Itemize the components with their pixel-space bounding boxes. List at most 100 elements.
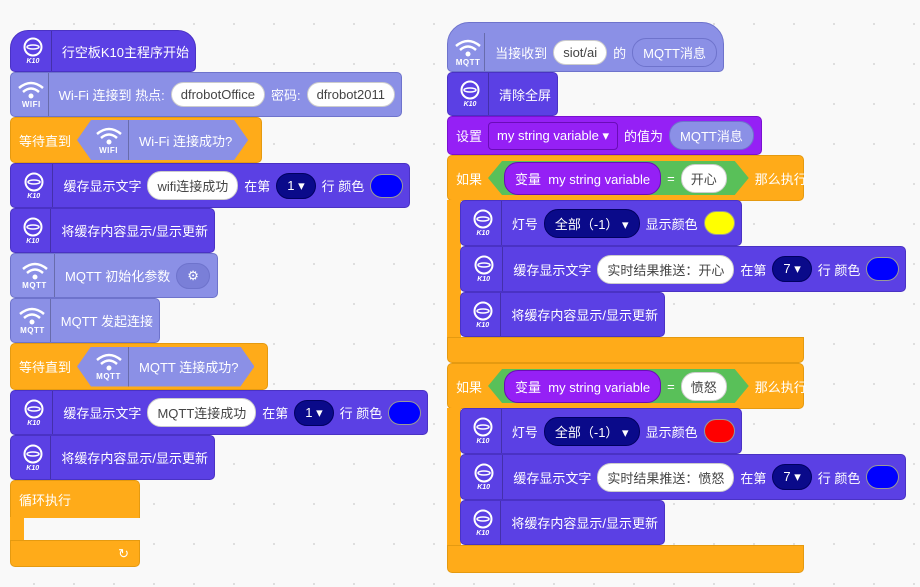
color-swatch[interactable]: [370, 173, 403, 198]
wait-until-mqtt-block[interactable]: 等待直到 MQTT MQTT 连接成功?: [10, 343, 268, 390]
compare-value-input[interactable]: 开心: [681, 164, 727, 193]
k10-icon: K10: [15, 31, 52, 71]
k10-icon: K10: [15, 391, 54, 434]
k10-icon: K10: [465, 293, 502, 336]
password-input[interactable]: dfrobot2011: [306, 82, 395, 107]
wifi-icon: WIFI: [15, 73, 49, 116]
block-label: Wi-Fi 连接到 热点:: [58, 88, 165, 103]
at-label: 在第: [740, 470, 767, 486]
light-color-block[interactable]: K10 灯号 全部（-1） 显示颜色: [460, 200, 742, 246]
wait-until-wifi-block[interactable]: 等待直到 WIFI Wi-Fi 连接成功?: [10, 117, 262, 163]
color-swatch[interactable]: [703, 419, 735, 443]
topic-input[interactable]: siot/ai: [553, 39, 608, 65]
block-label: 将缓存内容显示/显示更新: [61, 451, 208, 466]
variable-label: 变量: [515, 379, 542, 395]
block-label: MQTT 发起连接: [60, 314, 153, 329]
show-color-label: 显示颜色: [645, 424, 698, 440]
text-input[interactable]: 实时结果推送：开心: [597, 254, 735, 284]
ssid-input[interactable]: dfrobotOffice: [170, 82, 265, 107]
variable-reporter: 变量 my string variable: [504, 162, 661, 195]
wifi-connect-block[interactable]: WIFI Wi-Fi 连接到 热点: dfrobotOffice 密码: dfr…: [10, 72, 402, 117]
color-swatch[interactable]: [866, 465, 899, 489]
block-label: 等待直到: [19, 133, 72, 149]
color-swatch[interactable]: [388, 400, 421, 425]
variable-dropdown[interactable]: my string variable: [488, 121, 619, 150]
light-color-block[interactable]: K10 灯号 全部（-1） 显示颜色: [460, 408, 742, 454]
wifi-connected-condition[interactable]: WIFI Wi-Fi 连接成功?: [77, 120, 248, 160]
mqtt-icon: MQTT: [89, 347, 129, 387]
loop-bottom: ↻: [10, 540, 140, 567]
color-label: 行 颜色: [339, 406, 383, 421]
refresh-display-block[interactable]: K10 将缓存内容显示/显示更新: [10, 208, 215, 253]
mqtt-connected-condition[interactable]: MQTT MQTT 连接成功?: [77, 347, 254, 387]
block-label: 将缓存内容显示/显示更新: [61, 224, 208, 239]
equals-condition[interactable]: 变量 my string variable = 开心: [488, 161, 749, 195]
cache-text-block[interactable]: K10 缓存显示文字 MQTT连接成功 在第 1 行 颜色: [10, 390, 428, 435]
loop-arrow-icon: ↻: [118, 545, 129, 561]
mqtt-receive-hat[interactable]: MQTT 当接收到 siot/ai 的 MQTT消息: [447, 22, 724, 72]
if-block[interactable]: 如果 变量 my string variable = 开心 那么执行: [447, 155, 807, 201]
refresh-display-block[interactable]: K10 将缓存内容显示/显示更新: [10, 435, 215, 480]
row-dropdown[interactable]: 7: [772, 256, 812, 282]
at-label: 在第: [244, 179, 271, 194]
row-dropdown[interactable]: 7: [772, 464, 812, 490]
cache-text-block[interactable]: K10 缓存显示文字 wifi连接成功 在第 1 行 颜色: [10, 163, 410, 208]
of-label: 的: [613, 45, 627, 61]
text-input[interactable]: wifi连接成功: [147, 171, 239, 200]
if-bottom: [447, 545, 804, 573]
variable-name: my string variable: [548, 379, 651, 395]
mqtt-message-reporter[interactable]: MQTT消息: [669, 121, 754, 150]
row-dropdown[interactable]: 1: [294, 399, 334, 426]
at-label: 在第: [262, 406, 289, 421]
k10-icon: K10: [465, 409, 502, 453]
k10-icon: K10: [15, 164, 54, 207]
clear-screen-block[interactable]: K10 清除全屏: [447, 72, 558, 116]
color-swatch[interactable]: [703, 211, 735, 235]
set-variable-block[interactable]: 设置 my string variable 的值为 MQTT消息: [447, 116, 762, 155]
block-label: 缓存显示文字: [513, 262, 592, 278]
block-label: 缓存显示文字: [513, 470, 592, 486]
at-label: 在第: [740, 262, 767, 278]
color-label: 行 颜色: [817, 262, 861, 278]
k10-icon: K10: [452, 73, 489, 115]
loop-arm: [10, 517, 24, 542]
mqtt-message-reporter[interactable]: MQTT消息: [632, 37, 717, 67]
mqtt-init-block[interactable]: MQTT MQTT 初始化参数 ⚙: [10, 253, 218, 298]
light-dropdown[interactable]: 全部（-1）: [543, 416, 640, 446]
block-label: 缓存显示文字: [63, 179, 142, 194]
mqtt-connect-block[interactable]: MQTT MQTT 发起连接: [10, 298, 160, 343]
show-color-label: 显示颜色: [645, 216, 698, 232]
refresh-display-block[interactable]: K10 将缓存内容显示/显示更新: [460, 500, 665, 545]
k10-icon: K10: [15, 209, 52, 252]
row-dropdown[interactable]: 1: [276, 172, 316, 199]
compare-value-input[interactable]: 愤怒: [681, 372, 727, 401]
cache-text-block[interactable]: K10 缓存显示文字 实时结果推送：愤怒 在第 7 行 颜色: [460, 454, 906, 500]
cache-text-block[interactable]: K10 缓存显示文字 实时结果推送：开心 在第 7 行 颜色: [460, 246, 906, 292]
then-label: 那么执行: [754, 171, 807, 187]
equals-condition[interactable]: 变量 my string variable = 愤怒: [488, 369, 749, 403]
password-label: 密码:: [270, 88, 301, 103]
text-input[interactable]: MQTT连接成功: [147, 398, 257, 427]
mqtt-icon: MQTT: [15, 299, 51, 342]
block-label: MQTT 初始化参数: [65, 269, 171, 284]
refresh-display-block[interactable]: K10 将缓存内容显示/显示更新: [460, 292, 665, 337]
light-dropdown[interactable]: 全部（-1）: [543, 208, 640, 238]
equals-sign: =: [667, 170, 675, 186]
if-block[interactable]: 如果 变量 my string variable = 愤怒 那么执行: [447, 363, 807, 409]
variable-name: my string variable: [548, 171, 651, 187]
color-label: 行 颜色: [817, 470, 861, 486]
k10-icon: K10: [465, 247, 504, 291]
block-label: 将缓存内容显示/显示更新: [511, 308, 658, 323]
block-label: 将缓存内容显示/显示更新: [511, 516, 658, 531]
k10-main-start-hat[interactable]: K10 行空板K10主程序开始: [10, 30, 196, 72]
block-label: 行空板K10主程序开始: [61, 44, 189, 60]
text-input[interactable]: 实时结果推送：愤怒: [597, 462, 735, 492]
condition-label: MQTT 连接成功?: [139, 360, 239, 375]
block-label: 缓存显示文字: [63, 406, 142, 421]
k10-icon: K10: [465, 201, 502, 245]
equals-sign: =: [667, 378, 675, 394]
settings-gear-button[interactable]: ⚙: [176, 262, 210, 289]
forever-loop-block[interactable]: 循环执行: [10, 480, 140, 518]
if-label: 如果: [456, 379, 483, 395]
color-swatch[interactable]: [866, 257, 899, 281]
